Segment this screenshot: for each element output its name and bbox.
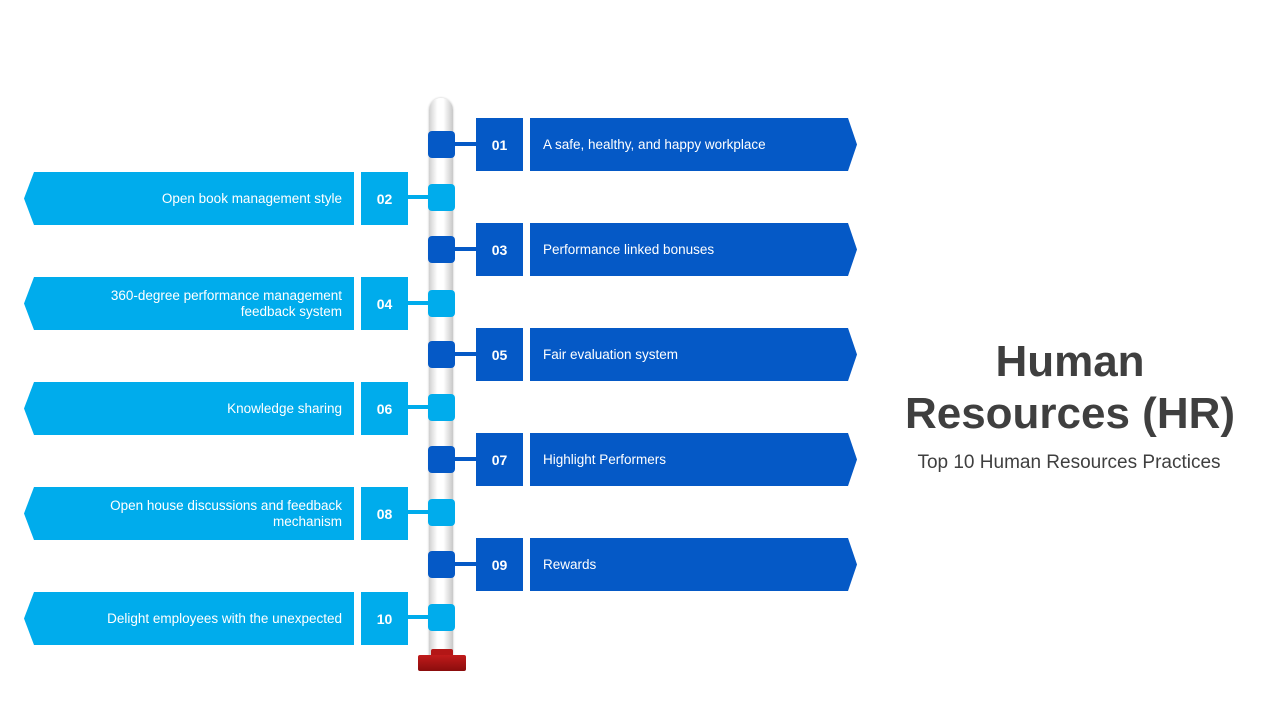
node-10 xyxy=(428,604,455,631)
item-number-10: 10 xyxy=(361,592,408,645)
item-number-08: 08 xyxy=(361,487,408,540)
node-01 xyxy=(428,131,455,158)
node-06 xyxy=(428,394,455,421)
node-02 xyxy=(428,184,455,211)
connector-10 xyxy=(408,615,428,619)
connector-01 xyxy=(455,142,476,146)
item-number-03: 03 xyxy=(476,223,523,276)
item-number-01: 01 xyxy=(476,118,523,171)
connector-04 xyxy=(408,301,428,305)
page-title: Human Resources (HR) xyxy=(904,337,1236,438)
item-label-08: Open house discussions and feedback mech… xyxy=(24,487,354,540)
item-label-10: Delight employees with the unexpected xyxy=(24,592,354,645)
item-label-05: Fair evaluation system xyxy=(530,328,857,381)
node-05 xyxy=(428,341,455,368)
node-03 xyxy=(428,236,455,263)
page-subtitle: Top 10 Human Resources Practices xyxy=(917,452,1221,473)
item-number-07: 07 xyxy=(476,433,523,486)
item-label-02: Open book management style xyxy=(24,172,354,225)
item-label-06: Knowledge sharing xyxy=(24,382,354,435)
node-07 xyxy=(428,446,455,473)
item-number-04: 04 xyxy=(361,277,408,330)
item-label-09: Rewards xyxy=(530,538,857,591)
item-label-04: 360-degree performance management feedba… xyxy=(24,277,354,330)
thermometer-base-top xyxy=(431,649,453,657)
connector-07 xyxy=(455,457,476,461)
connector-09 xyxy=(455,562,476,566)
node-04 xyxy=(428,290,455,317)
connector-06 xyxy=(408,405,428,409)
connector-08 xyxy=(408,510,428,514)
connector-05 xyxy=(455,352,476,356)
item-number-09: 09 xyxy=(476,538,523,591)
item-label-03: Performance linked bonuses xyxy=(530,223,857,276)
connector-02 xyxy=(408,195,428,199)
item-number-02: 02 xyxy=(361,172,408,225)
item-number-06: 06 xyxy=(361,382,408,435)
connector-03 xyxy=(455,247,476,251)
item-number-05: 05 xyxy=(476,328,523,381)
item-label-07: Highlight Performers xyxy=(530,433,857,486)
thermometer-base xyxy=(418,655,466,671)
item-label-01: A safe, healthy, and happy workplace xyxy=(530,118,857,171)
node-08 xyxy=(428,499,455,526)
node-09 xyxy=(428,551,455,578)
